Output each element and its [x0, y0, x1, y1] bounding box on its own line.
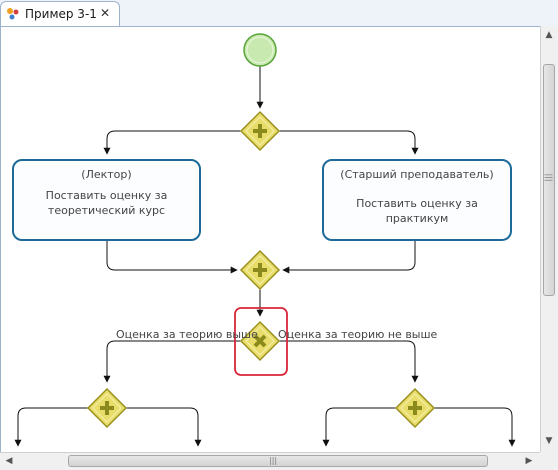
sequence-flow[interactable]	[282, 240, 416, 274]
parallel-gateway-lower-right[interactable]	[394, 387, 436, 429]
sequence-flow[interactable]	[106, 240, 238, 274]
tab-title: Пример 3-1	[25, 7, 97, 21]
vertical-scroll-thumb[interactable]: |||	[543, 64, 555, 296]
parallel-gateway-split[interactable]	[239, 110, 281, 152]
task-role: (Старший преподаватель)	[340, 168, 494, 181]
flow-label-left: Оценка за теорию выше	[116, 328, 258, 341]
scroll-down-icon[interactable]: ▼	[545, 436, 553, 446]
exclusive-gateway[interactable]	[239, 320, 281, 362]
sequence-flow[interactable]	[322, 407, 396, 447]
plus-icon	[408, 401, 422, 415]
sequence-flow[interactable]	[279, 340, 419, 383]
scroll-left-icon[interactable]: ◀	[5, 456, 13, 466]
start-event[interactable]	[243, 33, 277, 67]
x-icon	[253, 334, 267, 348]
sequence-flow[interactable]	[103, 340, 241, 383]
editor-tab-bar: Пример 3-1 ✕	[0, 0, 558, 27]
parallel-gateway-join[interactable]	[239, 249, 281, 291]
horizontal-scroll-thumb[interactable]: |||	[68, 455, 488, 467]
selection-highlight	[234, 307, 288, 376]
sequence-flow[interactable]	[126, 407, 202, 447]
grip-icon: |||	[269, 456, 278, 465]
parallel-gateway-lower-left[interactable]	[86, 387, 128, 429]
task-name: Поставить оценку за практикум	[356, 197, 478, 225]
task-senior-teacher[interactable]: (Старший преподаватель) Поставить оценку…	[322, 159, 512, 241]
vertical-scrollbar[interactable]: ▲ ||| ▼	[540, 26, 558, 452]
task-lecturer[interactable]: (Лектор) Поставить оценку за теоретическ…	[12, 159, 201, 241]
plus-icon	[253, 124, 267, 138]
bpmn-process-icon	[7, 8, 19, 20]
plus-icon	[253, 263, 267, 277]
diagram-canvas[interactable]	[0, 26, 558, 470]
horizontal-scrollbar[interactable]: ◀ ||| ▶	[0, 452, 540, 470]
sequence-flow[interactable]	[434, 407, 516, 447]
sequence-flow[interactable]	[279, 130, 419, 155]
sequence-flow[interactable]	[103, 130, 241, 155]
sequence-flow[interactable]	[14, 407, 88, 447]
scroll-corner	[540, 452, 558, 470]
scroll-right-icon[interactable]: ▶	[525, 456, 533, 466]
close-icon[interactable]: ✕	[100, 6, 111, 20]
flow-label-right: Оценка за теорию не выше	[278, 328, 438, 341]
plus-icon	[100, 401, 114, 415]
task-name: Поставить оценку за теоретический курс	[45, 189, 168, 217]
bpmn-diagram	[14, 33, 516, 447]
tab-example-3-1[interactable]: Пример 3-1 ✕	[0, 1, 120, 26]
scroll-up-icon[interactable]: ▲	[545, 30, 553, 40]
task-role: (Лектор)	[81, 168, 132, 181]
grip-icon: |||	[544, 173, 554, 182]
